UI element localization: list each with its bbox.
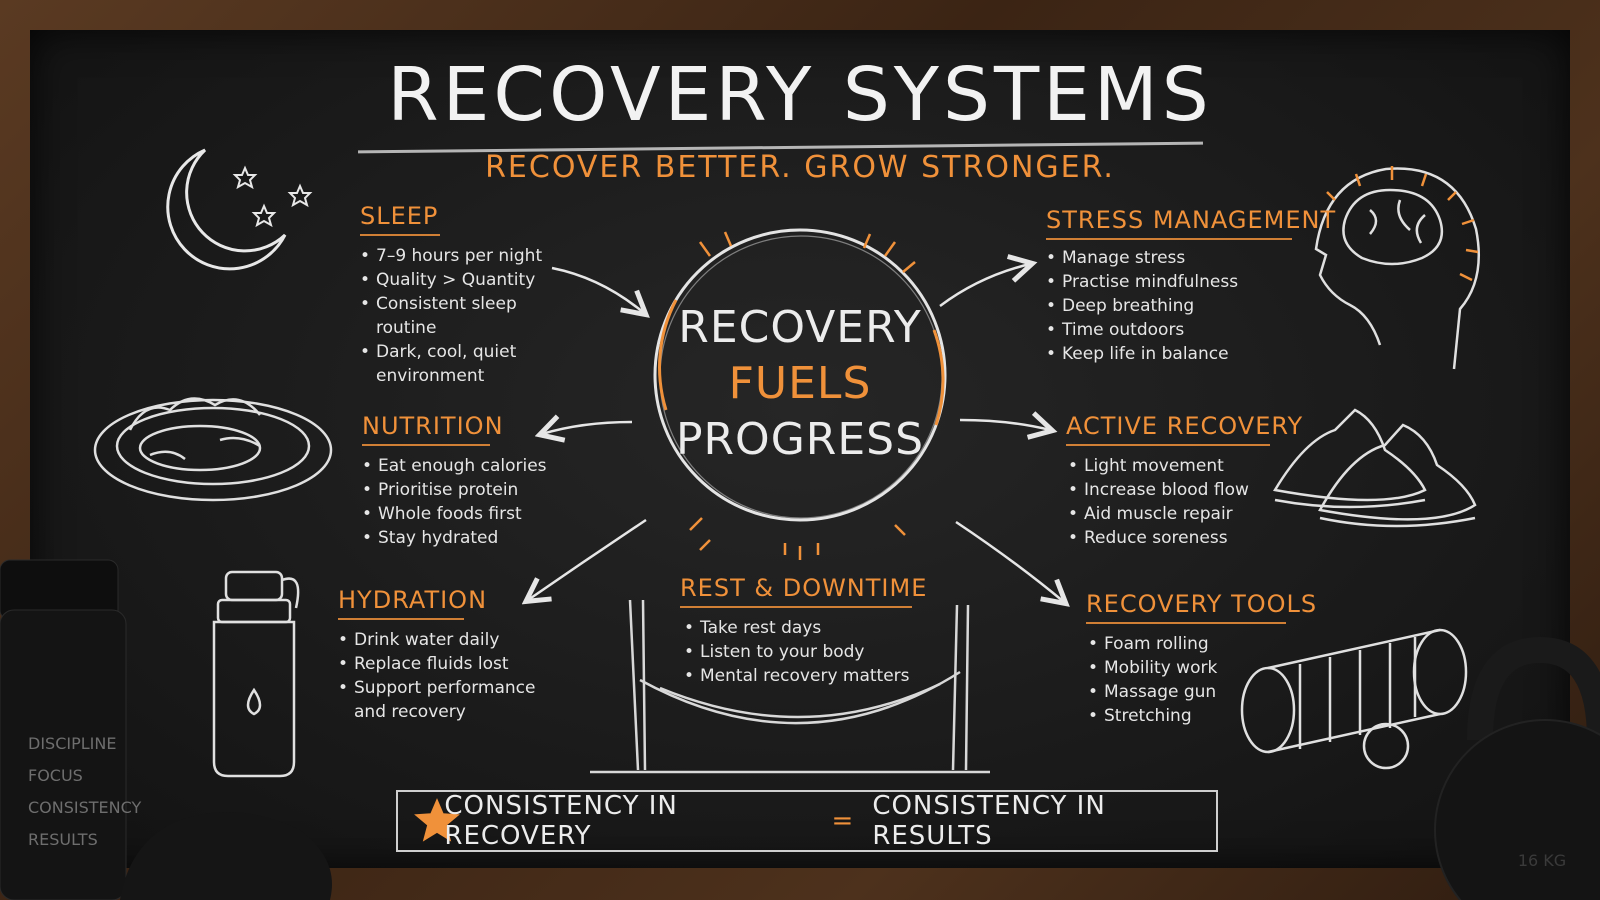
list-item: Support performance and recovery [338, 676, 538, 724]
center-line-2: FUELS [728, 358, 872, 409]
bottle-word: DISCIPLINE [28, 734, 117, 753]
hydration-list: Drink water daily Replace fluids lost Su… [338, 628, 538, 724]
list-item: Light movement [1068, 454, 1268, 478]
list-item: 7–9 hours per night [360, 244, 560, 268]
list-item: Reduce soreness [1068, 526, 1268, 550]
center-line-1: RECOVERY [678, 302, 922, 353]
list-item: Eat enough calories [362, 454, 572, 478]
plate-icon [93, 397, 333, 502]
list-item: Listen to your body [684, 640, 924, 664]
sleep-heading: SLEEP [360, 202, 440, 236]
connector-arrows [528, 264, 1064, 602]
nutrition-heading-text: NUTRITION [362, 412, 504, 440]
center-circle [653, 228, 947, 522]
nutrition-heading: NUTRITION [362, 412, 504, 446]
water-bottle-icon [212, 570, 300, 778]
star-icon [232, 165, 313, 228]
list-item: Take rest days [684, 616, 924, 640]
list-item: Whole foods first [362, 502, 572, 526]
hydration-heading: HYDRATION [338, 586, 487, 620]
list-item: Deep breathing [1046, 294, 1266, 318]
tools-heading: RECOVERY TOOLS [1086, 590, 1317, 624]
list-item: Aid muscle repair [1068, 502, 1268, 526]
list-item: Keep life in balance [1046, 342, 1266, 366]
sleep-heading-text: SLEEP [360, 202, 439, 230]
bottle-word: CONSISTENCY [28, 798, 142, 817]
black-bottle-prop [0, 559, 127, 900]
active-heading: ACTIVE RECOVERY [1066, 412, 1303, 446]
tools-list: Foam rolling Mobility work Massage gun S… [1088, 632, 1258, 728]
bottle-text: DISCIPLINE FOCUS CONSISTENCY RESULTS [28, 728, 141, 856]
hammock-icon [590, 599, 990, 774]
banner-equals: = [831, 806, 855, 836]
brain-rays [1326, 166, 1479, 282]
towel-prop [120, 812, 332, 900]
page-title: RECOVERY SYSTEMS [387, 52, 1213, 138]
stress-list: Manage stress Practise mindfulness Deep … [1046, 246, 1266, 366]
stress-heading-text: STRESS MANAGEMENT [1046, 206, 1337, 234]
list-item: Foam rolling [1088, 632, 1258, 656]
brain-head-icon [1314, 167, 1481, 370]
foam-roller-icon [1240, 628, 1468, 770]
rest-heading: REST & DOWNTIME [680, 574, 927, 608]
list-item: Mobility work [1088, 656, 1258, 680]
list-item: Massage gun [1088, 680, 1258, 704]
active-heading-text: ACTIVE RECOVERY [1066, 412, 1304, 440]
moon-icon [166, 148, 287, 271]
list-item: Stay hydrated [362, 526, 572, 550]
list-item: Dark, cool, quiet environment [360, 340, 560, 388]
list-item: Manage stress [1046, 246, 1266, 270]
hydration-heading-text: HYDRATION [338, 586, 488, 614]
bottle-word: FOCUS [28, 766, 83, 785]
kettlebell-icon [1434, 636, 1600, 900]
list-item: Prioritise protein [362, 478, 572, 502]
kettlebell-label: 16 KG [1517, 851, 1567, 870]
list-item: Increase blood flow [1068, 478, 1268, 502]
list-item: Quality > Quantity [360, 268, 560, 292]
active-list: Light movement Increase blood flow Aid m… [1068, 454, 1268, 550]
stress-heading: STRESS MANAGEMENT [1046, 206, 1336, 240]
list-item: Practise mindfulness [1046, 270, 1266, 294]
consistency-banner: CONSISTENCY IN RECOVERY = CONSISTENCY IN… [396, 790, 1218, 852]
tools-heading-text: RECOVERY TOOLS [1086, 590, 1318, 618]
list-item: Consistent sleep routine [360, 292, 560, 340]
center-message: RECOVERY FUELS PROGRESS [640, 300, 960, 468]
banner-left-text: CONSISTENCY IN RECOVERY [444, 791, 678, 851]
sleep-list: 7–9 hours per night Quality > Quantity C… [360, 244, 560, 388]
page-subtitle: RECOVER BETTER. GROW STRONGER. [485, 150, 1115, 185]
list-item: Stretching [1088, 704, 1258, 728]
bottle-word: RESULTS [28, 830, 98, 849]
list-item: Time outdoors [1046, 318, 1266, 342]
list-item: Drink water daily [338, 628, 538, 652]
chalkboard [30, 30, 1570, 868]
list-item: Replace fluids lost [338, 652, 538, 676]
rest-heading-text: REST & DOWNTIME [680, 574, 928, 602]
nutrition-list: Eat enough calories Prioritise protein W… [362, 454, 572, 550]
sneakers-icon [1272, 408, 1477, 528]
star-icon [414, 798, 460, 842]
center-line-3: PROGRESS [675, 414, 925, 465]
banner-right-text: CONSISTENCY IN RESULTS [872, 791, 1106, 851]
center-rays [689, 231, 916, 560]
rest-list: Take rest days Listen to your body Menta… [684, 616, 924, 688]
list-item: Mental recovery matters [684, 664, 924, 688]
